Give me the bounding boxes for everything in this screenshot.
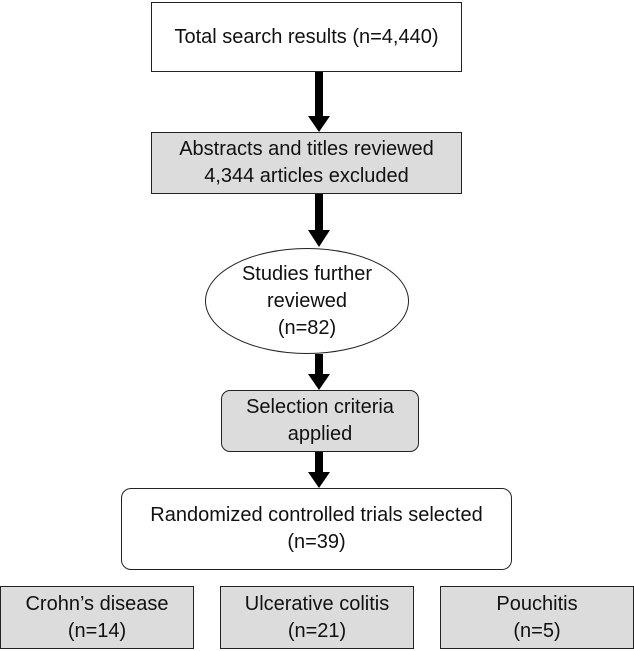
arrow-studies-to-criteria bbox=[308, 354, 330, 390]
arrow-abstracts-to-studies bbox=[308, 194, 330, 247]
abstracts-reviewed-text: Abstracts and titles reviewed bbox=[179, 138, 434, 160]
crohns-disease-count: (n=14) bbox=[67, 619, 127, 642]
rct-selected-text: Randomized controlled trials selected bbox=[150, 504, 483, 526]
selection-criteria-text: Selection criteria bbox=[246, 396, 394, 418]
studies-further-reviewed-ellipse: Studies further reviewed (n=82) bbox=[205, 248, 409, 354]
applied-text: applied bbox=[287, 423, 353, 445]
ulcerative-colitis-label: Ulcerative colitis bbox=[244, 592, 390, 615]
rct-selected-box: Randomized controlled trials selected (n… bbox=[121, 488, 512, 570]
reviewed-text: reviewed bbox=[266, 289, 348, 312]
crohns-disease-label: Crohn’s disease bbox=[25, 592, 169, 615]
crohns-disease-box: Crohn’s disease (n=14) bbox=[0, 586, 194, 649]
ulcerative-colitis-count: (n=21) bbox=[287, 619, 347, 642]
pouchitis-count: (n=5) bbox=[513, 619, 561, 642]
ulcerative-colitis-box: Ulcerative colitis (n=21) bbox=[220, 586, 414, 649]
rct-count-text: (n=39) bbox=[287, 531, 346, 553]
arrow-criteria-to-rct bbox=[308, 452, 330, 488]
total-search-results-box: Total search results (n=4,440) bbox=[151, 2, 462, 72]
studies-further-text: Studies further bbox=[241, 262, 373, 285]
articles-excluded-text: 4,344 articles excluded bbox=[204, 165, 409, 187]
pouchitis-label: Pouchitis bbox=[496, 592, 578, 615]
abstracts-reviewed-box: Abstracts and titles reviewed 4,344 arti… bbox=[151, 132, 462, 194]
total-search-results-text: Total search results (n=4,440) bbox=[174, 25, 439, 48]
arrow-total-to-abstracts bbox=[308, 72, 330, 132]
pouchitis-box: Pouchitis (n=5) bbox=[440, 586, 634, 649]
selection-criteria-box: Selection criteria applied bbox=[221, 390, 419, 452]
studies-count-text: (n=82) bbox=[277, 316, 337, 339]
